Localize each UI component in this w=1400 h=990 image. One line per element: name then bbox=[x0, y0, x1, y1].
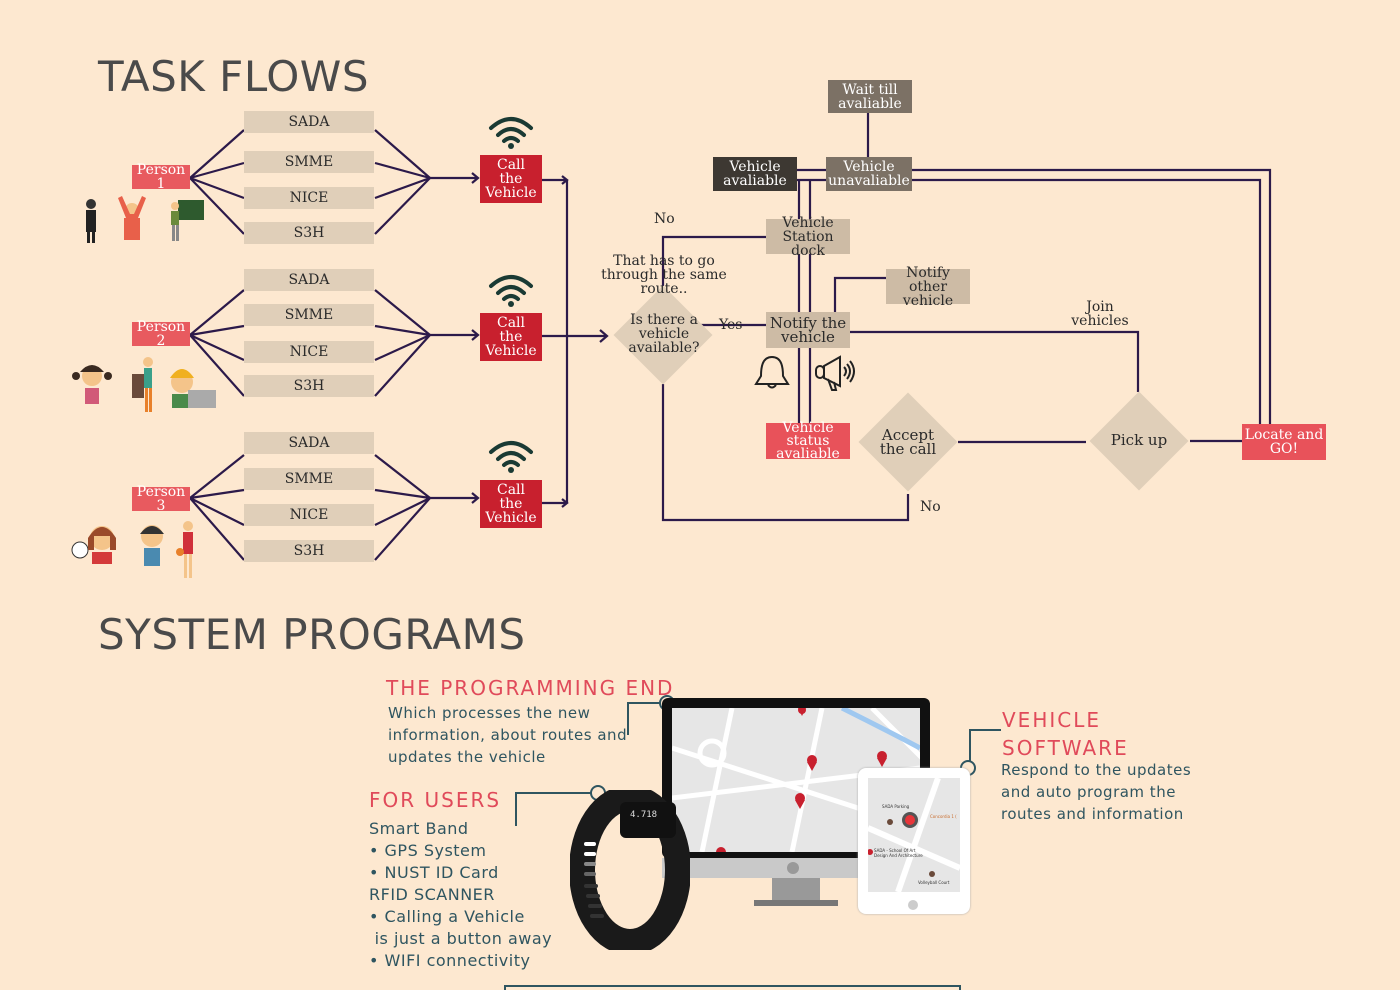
tablet-map-screen: SADA Parking Concordia 1 ( SADA - School… bbox=[868, 778, 960, 892]
no-label-bottom: No bbox=[920, 499, 941, 515]
wifi-icon bbox=[489, 441, 533, 473]
site-s3h: S3H bbox=[244, 540, 374, 562]
join-vehicles-label: Join vehicles bbox=[1071, 299, 1129, 329]
text-line: RFID SCANNER bbox=[369, 885, 495, 904]
yes-label: Yes bbox=[719, 317, 743, 333]
person-1-avatars bbox=[86, 196, 204, 243]
painter-icon bbox=[132, 357, 153, 412]
map-label-sada-school: SADA - School Of Art Design And Architec… bbox=[874, 848, 923, 858]
site-sada: SADA bbox=[244, 432, 374, 454]
text-line: • WIFI connectivity bbox=[369, 951, 531, 970]
vehicle-software-title-1: VEHICLE bbox=[1002, 708, 1101, 732]
wait-till-available-box: Wait till avaliable bbox=[828, 80, 912, 113]
site-smme: SMME bbox=[244, 151, 374, 173]
cheering-person-icon bbox=[118, 196, 146, 240]
person-3-label: Person 3 bbox=[132, 485, 190, 513]
text-line: updates the vehicle bbox=[388, 748, 546, 766]
map-pin-icon bbox=[716, 708, 887, 852]
text-line: • GPS System bbox=[369, 841, 487, 860]
site-nice: NICE bbox=[244, 504, 374, 526]
text-line: and auto program the bbox=[1001, 783, 1176, 801]
for-users-title: FOR USERS bbox=[369, 788, 502, 812]
site-sada: SADA bbox=[244, 111, 374, 133]
person-1-label: Person 1 bbox=[132, 163, 190, 191]
call-label-line: Call bbox=[496, 157, 525, 173]
tablet-map-graphic bbox=[868, 778, 960, 892]
person-2-avatars bbox=[72, 357, 216, 412]
site-s3h: S3H bbox=[244, 375, 374, 397]
system-programs-heading: SYSTEM PROGRAMS bbox=[98, 610, 526, 659]
site-smme: SMME bbox=[244, 468, 374, 490]
site-s3h: S3H bbox=[244, 222, 374, 244]
smart-band bbox=[570, 790, 690, 950]
same-route-note: That has to go through the same route.. bbox=[601, 253, 727, 297]
monitor-stand bbox=[772, 878, 820, 900]
no-label-top: No bbox=[654, 211, 675, 227]
site-nice: NICE bbox=[244, 187, 374, 209]
call-label-line: Vehicle bbox=[485, 510, 537, 526]
text-line: Smart Band bbox=[369, 819, 469, 838]
band-indicator-lights bbox=[584, 842, 596, 876]
vehicle-unavailable-box: Vehicle unavaliable bbox=[826, 157, 912, 191]
businessman-icon bbox=[86, 199, 96, 243]
task-flows-heading: TASK FLOWS bbox=[98, 52, 369, 101]
call-label-line: Vehicle bbox=[485, 343, 537, 359]
call-label-line: Call bbox=[496, 315, 525, 331]
notify-the-vehicle-box: Notify the vehicle bbox=[766, 312, 850, 348]
text-line: Which processes the new bbox=[388, 704, 591, 722]
tablet: SADA Parking Concordia 1 ( SADA - School… bbox=[858, 768, 970, 914]
for-users-text: Smart Band • GPS System • NUST ID Card R… bbox=[369, 818, 552, 972]
text-line: • NUST ID Card bbox=[369, 863, 499, 882]
chatting-woman-icon bbox=[71, 526, 116, 564]
wifi-icon bbox=[489, 117, 533, 149]
programming-end-title: THE PROGRAMMING END bbox=[386, 676, 675, 700]
laptop-user-icon bbox=[170, 369, 216, 408]
vehicle-software-title-2: SOFTWARE bbox=[1002, 736, 1129, 760]
river bbox=[840, 708, 920, 751]
accept-the-call-question: Accept the call bbox=[879, 426, 937, 458]
girl-icon bbox=[72, 365, 112, 404]
text-line: Respond to the updates bbox=[1001, 761, 1192, 779]
monitor-base bbox=[754, 900, 838, 906]
text-line: information, about routes and bbox=[388, 726, 628, 744]
wifi-icon bbox=[489, 275, 533, 307]
boy-icon bbox=[140, 525, 164, 566]
text-line: routes and information bbox=[1001, 805, 1184, 823]
band-display: 4.718 bbox=[630, 810, 658, 820]
map-label-concordia: Concordia 1 ( bbox=[930, 814, 957, 819]
site-nice: NICE bbox=[244, 341, 374, 363]
map-label-volleyball: Volleyball Court bbox=[918, 880, 950, 885]
text-line: • Calling a Vehicle bbox=[369, 907, 525, 926]
teacher-icon bbox=[171, 200, 204, 241]
pick-up-step: Pick up bbox=[1110, 431, 1168, 449]
call-label-line: Vehicle bbox=[485, 185, 537, 201]
vehicle-available-box: Vehicle avaliable bbox=[713, 157, 797, 191]
call-label-line: the bbox=[499, 496, 523, 512]
call-label-line: Call bbox=[496, 482, 525, 498]
basketball-player-icon bbox=[176, 521, 193, 578]
monitor-logo bbox=[787, 862, 799, 874]
vehicle-software-text: Respond to the updates and auto program … bbox=[1001, 759, 1191, 825]
call-label-line: the bbox=[499, 329, 523, 345]
site-sada: SADA bbox=[244, 269, 374, 291]
map-label-sada-parking: SADA Parking bbox=[882, 804, 910, 809]
locate-and-go-box: Locate and GO! bbox=[1242, 424, 1326, 460]
tablet-home-button[interactable] bbox=[908, 900, 918, 910]
site-smme: SMME bbox=[244, 304, 374, 326]
bell-icon bbox=[754, 355, 790, 389]
is-there-vehicle-question: Is there a vehicle available? bbox=[628, 312, 700, 356]
programming-end-text: Which processes the new information, abo… bbox=[388, 702, 627, 768]
text-line: is just a button away bbox=[369, 929, 553, 948]
vehicle-status-available-box: Vehicle status avaliable bbox=[766, 421, 850, 461]
vehicle-station-dock-box: Vehicle Station dock bbox=[766, 216, 850, 258]
person-3-avatars bbox=[71, 521, 193, 578]
megaphone-icon bbox=[815, 355, 855, 391]
call-label-line: the bbox=[499, 171, 523, 187]
person-2-label: Person 2 bbox=[132, 320, 190, 348]
